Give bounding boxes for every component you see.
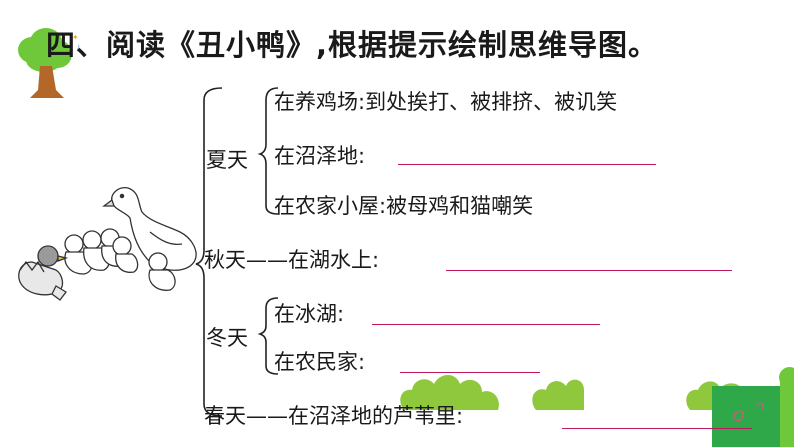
mindmap-braces [195, 87, 279, 417]
summer-item-cottage: 在农家小屋:被母鸡和猫嘲笑 [274, 194, 534, 218]
autumn-line: 秋天——在湖水上: [204, 248, 380, 272]
page-title: 四、阅读《丑小鸭》,根据提示绘制思维导图。 [46, 28, 659, 62]
ducks-illustration [18, 187, 197, 301]
svg-text:✦: ✦ [72, 33, 79, 42]
summer-label: 夏天 [206, 148, 248, 172]
summer-item-marsh: 在沼泽地: [274, 144, 366, 168]
answer-line-ice-lake[interactable] [372, 324, 600, 325]
answer-line-farmer-home[interactable] [400, 372, 540, 373]
bush-decoration [400, 366, 794, 447]
summer-item-farm: 在养鸡场:到处挨打、被排挤、被讥笑 [274, 90, 618, 114]
svg-text:↓: ↓ [76, 44, 82, 52]
answer-line-reeds[interactable] [562, 428, 752, 429]
answer-line-lake[interactable] [446, 270, 732, 271]
answer-line-marsh[interactable] [398, 164, 656, 165]
winter-label: 冬天 [206, 326, 248, 350]
winter-item-farmer-home: 在农民家: [274, 350, 366, 374]
tree-icon: ✦ ↓ [18, 28, 82, 98]
winter-item-ice-lake: 在冰湖: [274, 302, 345, 326]
spring-line: 春天——在沼泽地的芦苇里: [204, 404, 464, 428]
